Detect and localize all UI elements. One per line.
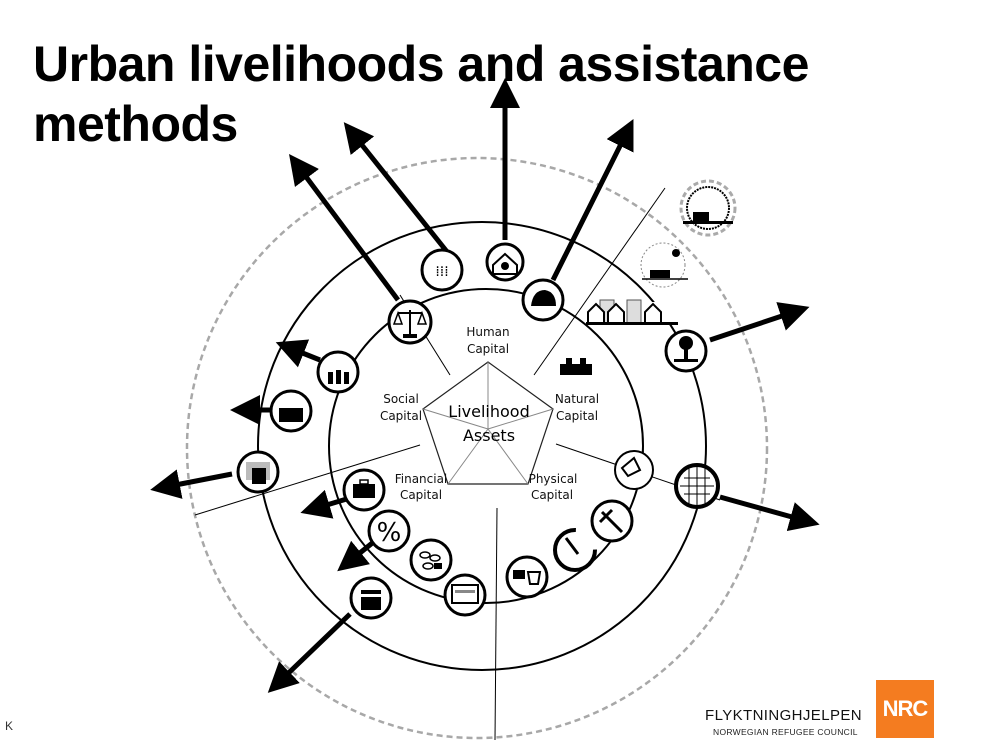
capital-natural: Natural Capital xyxy=(555,392,599,423)
icon-people-group xyxy=(316,350,360,394)
slide-title: Urban livelihoods and assistance methods xyxy=(33,34,809,154)
slide-title-line1: Urban livelihoods and assistance xyxy=(33,36,809,92)
icon-tools xyxy=(590,499,634,543)
icon-community-crowd xyxy=(236,450,280,494)
slide-marker: K xyxy=(5,719,14,733)
icon-atm-card xyxy=(443,573,487,617)
capital-financial-line2: Capital xyxy=(400,488,442,502)
icon-briefcase xyxy=(342,468,386,512)
capital-financial-line1: Financial xyxy=(395,472,448,486)
icon-coins xyxy=(409,538,453,582)
assistance-arrows xyxy=(150,78,820,693)
capital-social: Social Capital xyxy=(380,392,422,423)
icon-bills-bucket xyxy=(505,555,549,599)
logo-badge: NRC xyxy=(876,680,934,738)
capital-social-line1: Social xyxy=(383,392,419,406)
inner-solid-ring xyxy=(328,288,644,604)
icon-house-info xyxy=(485,242,525,282)
icon-trowel xyxy=(614,450,654,490)
icon-grid xyxy=(674,463,720,509)
percent-symbol: % xyxy=(377,518,402,548)
icon-houses xyxy=(586,299,678,325)
icon-market-stall xyxy=(349,576,393,620)
capital-financial: Financial Capital xyxy=(395,472,448,502)
center-label-line2: Assets xyxy=(463,426,515,445)
capital-human-line2: Capital xyxy=(467,342,509,356)
capital-physical: Physical Capital xyxy=(529,472,578,502)
icon-percent: % xyxy=(367,509,411,553)
logo-name: FLYKTNINGHJELPEN xyxy=(705,707,862,724)
capital-social-line2: Capital xyxy=(380,409,422,423)
icon-crowd: ⁞⁞⁞ xyxy=(420,248,464,292)
capital-physical-line1: Physical xyxy=(529,472,578,486)
capital-natural-line1: Natural xyxy=(555,392,599,406)
icon-city-large xyxy=(679,179,737,237)
icon-scales xyxy=(387,299,433,345)
capital-physical-line2: Capital xyxy=(531,488,573,502)
center-label-line1: Livelihood xyxy=(448,402,529,421)
capital-human: Human Capital xyxy=(466,325,509,356)
icon-tree xyxy=(664,329,708,373)
icon-city xyxy=(640,242,688,288)
svg-text:⁞⁞⁞: ⁞⁞⁞ xyxy=(435,264,448,280)
nrc-logo: FLYKTNINGHJELPEN NORWEGIAN REFUGEE COUNC… xyxy=(700,680,940,742)
livelihood-pentagon xyxy=(422,361,554,485)
capital-human-line1: Human xyxy=(466,325,509,339)
slide-title-line2: methods xyxy=(33,96,238,152)
icon-community xyxy=(269,389,313,433)
outer-dashed-ring xyxy=(185,156,769,740)
capital-natural-line2: Capital xyxy=(556,409,598,423)
icon-timer xyxy=(553,528,597,572)
icon-hard-hat xyxy=(521,278,565,322)
icon-factory xyxy=(560,358,592,375)
logo-subtitle: NORWEGIAN REFUGEE COUNCIL xyxy=(713,727,858,737)
outer-solid-ring xyxy=(257,221,707,671)
